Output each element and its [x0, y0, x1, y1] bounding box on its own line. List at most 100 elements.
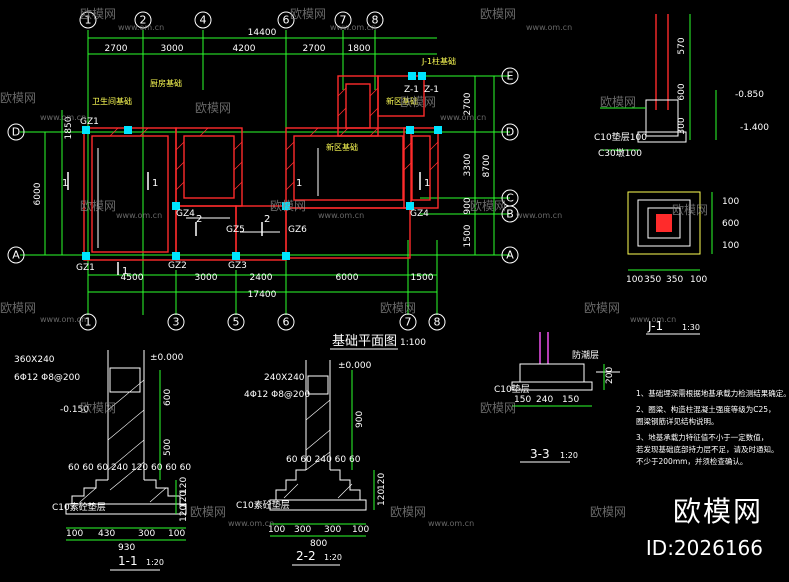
axis-top-4: 6	[283, 14, 290, 27]
j1-side-dim-3: 100	[722, 241, 739, 251]
section-mark-7: 1	[296, 178, 302, 189]
room-label-2: 卫生间基础	[92, 96, 132, 106]
dim-bottom-1: 4500	[121, 273, 144, 283]
sec33-h: 200	[605, 367, 615, 384]
sec22-h-1: 900	[355, 411, 365, 428]
sec11-extra-3: 120	[179, 505, 189, 522]
dim-right-total: 8700	[482, 154, 492, 177]
dim-bottom-total: 17400	[248, 290, 277, 300]
j1-note-1: C10垫层100	[594, 131, 647, 143]
column-markers	[82, 72, 442, 260]
column-label-2: GZ1	[76, 263, 95, 273]
column-label-5: GZ4	[176, 209, 195, 219]
axis-bottom-5: 7	[405, 316, 412, 329]
sec11-cushion: C10素砼垫层	[52, 501, 106, 513]
j1-detail: 570 600 300 -0.850 -1.400 C10垫层100 C30墩1…	[594, 14, 769, 335]
watermark-site-7: www.om.cn	[318, 211, 364, 220]
section-2-2: 240X240 4Φ12 Φ8@200 ±0.000 900 60 60 240…	[236, 360, 387, 566]
watermark-brand-12: 欧模网	[0, 301, 36, 315]
sec22-scale: 1:20	[324, 553, 342, 562]
section-mark-5: 2	[264, 214, 270, 225]
axis-top-6: 8	[372, 14, 379, 27]
watermark-site-8: www.om.cn	[516, 211, 562, 220]
sec11-title: 1-1	[118, 554, 138, 568]
sec22-base-3: 300	[324, 525, 341, 535]
note-line-2: 2、圈梁、构造柱混凝土强度等级为C25，	[636, 404, 776, 414]
axis-left-a: A	[12, 249, 20, 262]
axis-top-1: 1	[85, 14, 92, 27]
j1-side-dim-1: 100	[722, 197, 739, 207]
section-mark-2: 1	[152, 178, 158, 189]
watermark-site-11: www.om.cn	[228, 519, 274, 528]
model-id-label: ID:2026166	[645, 536, 763, 560]
dim-bottom-4: 6000	[336, 273, 359, 283]
watermark-brand-2: 欧模网	[290, 7, 326, 21]
watermark-site-1: www.om.cn	[118, 23, 164, 32]
sec11-base-1: 100	[66, 529, 83, 539]
axis-bottom-4: 6	[283, 316, 290, 329]
dim-top-total: 14400	[248, 28, 277, 38]
foundation-plan: 1 2 4 6 7 8 1 3 5 6 7 8 D A E D C B A 14…	[7, 11, 519, 350]
axis-right-b: B	[506, 208, 514, 221]
watermark-brand-15: 欧模网	[80, 401, 116, 415]
general-notes: 1、基础埋深需根据地基承载力检测结果确定。 2、圈梁、构造柱混凝土强度等级为C2…	[636, 388, 789, 466]
note-line-6: 不少于200mm，并须检查确认。	[636, 456, 747, 466]
sec33-cushion: C10垫层	[494, 383, 530, 395]
sec11-step-dims: 60 60 60 240 120 60 60 60	[68, 463, 191, 473]
section-mark-6: 1	[424, 178, 430, 189]
watermark-brand-17: 欧模网	[190, 505, 226, 519]
dim-right-1: 2700	[463, 92, 473, 115]
section-mark-1: 1	[62, 178, 68, 189]
j1-title: J-1	[647, 319, 663, 333]
sec33-scale: 1:20	[560, 451, 578, 460]
watermarks: 欧模网 欧模网 欧模网 欧模网 欧模网 欧模网 欧模网 欧模网 欧模网 欧模网 …	[0, 7, 708, 528]
sec11-h-2: 500	[163, 439, 173, 456]
j1-vert-1: 570	[677, 37, 687, 54]
column-label-4: GZ3	[228, 261, 247, 271]
j1-side-dim-2: 600	[722, 219, 739, 229]
sec11-extra-1: 120	[179, 477, 189, 494]
dim-right-2: 3300	[463, 153, 473, 176]
axis-bottom-1: 1	[85, 316, 92, 329]
dim-right-3: 900	[463, 197, 473, 214]
watermark-brand-7: 欧模网	[600, 95, 636, 109]
sec11-elev-bot: -0.150	[60, 405, 89, 415]
watermark-brand-4: 欧模网	[0, 91, 36, 105]
column-label-3: GZ2	[168, 261, 187, 271]
section-mark-4: 2	[196, 214, 202, 225]
j1-plan-dim-4: 100	[690, 275, 707, 285]
axis-left-d: D	[12, 126, 20, 139]
watermark-brand-9: 欧模网	[270, 199, 306, 213]
column-label-1: GZ1	[80, 117, 99, 127]
axis-bottom-3: 5	[233, 316, 240, 329]
column-label-8: GZ4	[410, 209, 429, 219]
dim-top-2: 3000	[161, 44, 184, 54]
room-label-4: 新区基础	[386, 96, 418, 106]
sec11-elev-top: ±0.000	[150, 353, 184, 363]
note-line-1: 1、基础埋深需根据地基承载力检测结果确定。	[636, 388, 789, 398]
axis-right-e: E	[507, 70, 514, 83]
axis-right-c: C	[506, 192, 514, 205]
sec22-base-total: 800	[310, 539, 327, 549]
room-label-3: 新区基础	[326, 142, 358, 152]
watermark-brand-3: 欧模网	[480, 7, 516, 21]
sec33-dim-3: 150	[562, 395, 579, 405]
j1-plan-dim-3: 350	[666, 275, 683, 285]
sec33-title: 3-3	[530, 447, 550, 461]
dim-bottom-5: 1500	[411, 273, 434, 283]
sec22-cushion: C10素砼垫层	[236, 499, 290, 511]
sec33-top-label: 防潮层	[572, 349, 599, 361]
sec11-rebar: 6Φ12 Φ8@200	[14, 373, 80, 383]
section-1-1: 360X240 6Φ12 Φ8@200 ±0.000 -0.150 600 50…	[14, 350, 191, 571]
axis-bottom-2: 3	[173, 316, 180, 329]
watermark-site-6: www.om.cn	[116, 211, 162, 220]
watermark-site-12: www.om.cn	[428, 519, 474, 528]
watermark-site-5: www.om.cn	[440, 113, 486, 122]
dim-top-1: 2700	[105, 44, 128, 54]
room-label-1: 厨房基础	[150, 78, 182, 88]
axis-bubbles	[7, 11, 519, 331]
watermark-brand-16: 欧模网	[480, 401, 516, 415]
j1-plan-dim-1: 100	[626, 275, 643, 285]
j1-note-2: C30墩100	[598, 147, 642, 159]
